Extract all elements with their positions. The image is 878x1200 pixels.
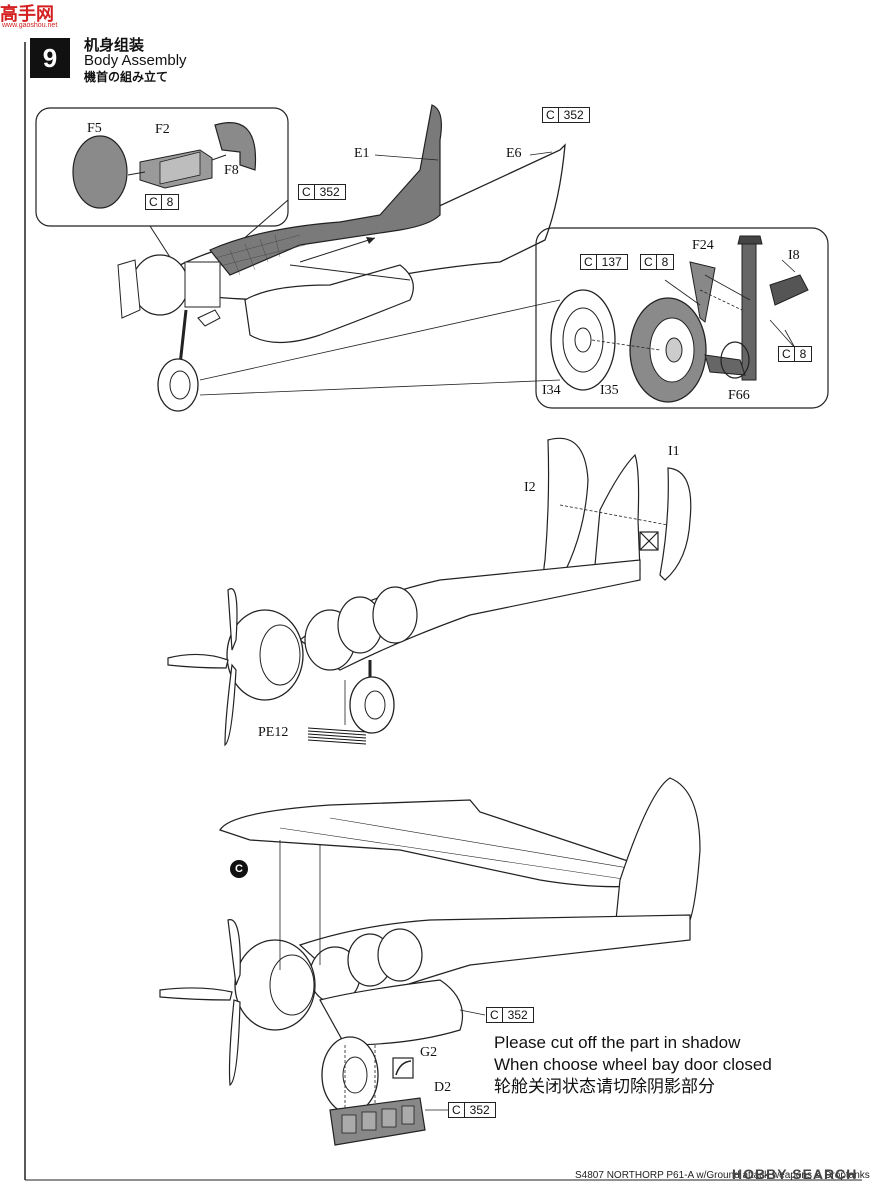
engine-cowling-bottom xyxy=(234,939,316,1031)
site-logo-url: www.gaoshou.net xyxy=(2,22,58,29)
label-f5: F5 xyxy=(87,121,102,136)
watermark: HOBBY SEARCH xyxy=(732,1166,858,1182)
label-i34: I34 xyxy=(542,383,561,398)
step-title-jp: 機首の組み立て xyxy=(84,70,169,84)
part-i8 xyxy=(769,274,809,306)
part-e1-shaded xyxy=(209,104,442,276)
label-pe12: PE12 xyxy=(258,725,289,740)
propeller-blade xyxy=(227,588,238,651)
part-g2 xyxy=(319,979,464,1046)
part-i34 xyxy=(550,289,616,391)
label-i2: I2 xyxy=(524,480,536,495)
label-f66: F66 xyxy=(728,388,750,403)
part-f8 xyxy=(214,122,257,171)
main-wheel-middle xyxy=(349,676,395,734)
inset-box-wheel xyxy=(535,227,829,409)
step-title-cn: 机身组装 xyxy=(84,37,145,54)
label-d2: D2 xyxy=(434,1080,452,1095)
main-wheel-bottom xyxy=(321,1036,379,1114)
nose-gear-strut xyxy=(178,309,188,366)
page-footer: S4807 NORTHORP P61-A w/Ground attack wea… xyxy=(575,1170,870,1181)
nose-wheel xyxy=(157,358,199,412)
part-f5 xyxy=(72,135,128,209)
note-line-3: 轮舱关闭状态请切除阴影部分 xyxy=(494,1077,715,1096)
label-e6: E6 xyxy=(506,146,522,161)
inset-box-nose xyxy=(35,107,289,227)
label-f24: F24 xyxy=(692,238,714,253)
instruction-note: Please cut off the part in shadow When c… xyxy=(494,1032,772,1098)
engine-cowling-middle xyxy=(226,609,304,701)
label-f2: F2 xyxy=(155,122,170,137)
step-title-en: Body Assembly xyxy=(84,52,187,69)
label-i1: I1 xyxy=(668,444,680,459)
paint-marker-c: C xyxy=(230,860,248,878)
label-f8: F8 xyxy=(224,163,239,178)
note-line-2: When choose wheel bay door closed xyxy=(494,1055,772,1074)
label-e1: E1 xyxy=(354,146,370,161)
step-number-badge: 9 xyxy=(30,38,70,78)
label-g2: G2 xyxy=(420,1045,438,1060)
label-i8: I8 xyxy=(788,248,800,263)
part-i1 xyxy=(659,467,692,581)
part-pe12 xyxy=(307,727,367,745)
wing-assembly xyxy=(219,799,652,888)
nose-cone-assembly xyxy=(131,254,189,316)
label-i35: I35 xyxy=(600,383,619,398)
site-logo: 高手网 xyxy=(0,4,54,24)
lower-nacelle xyxy=(244,264,414,344)
note-line-1: Please cut off the part in shadow xyxy=(494,1033,741,1052)
tail-fin-bottom xyxy=(614,777,701,931)
